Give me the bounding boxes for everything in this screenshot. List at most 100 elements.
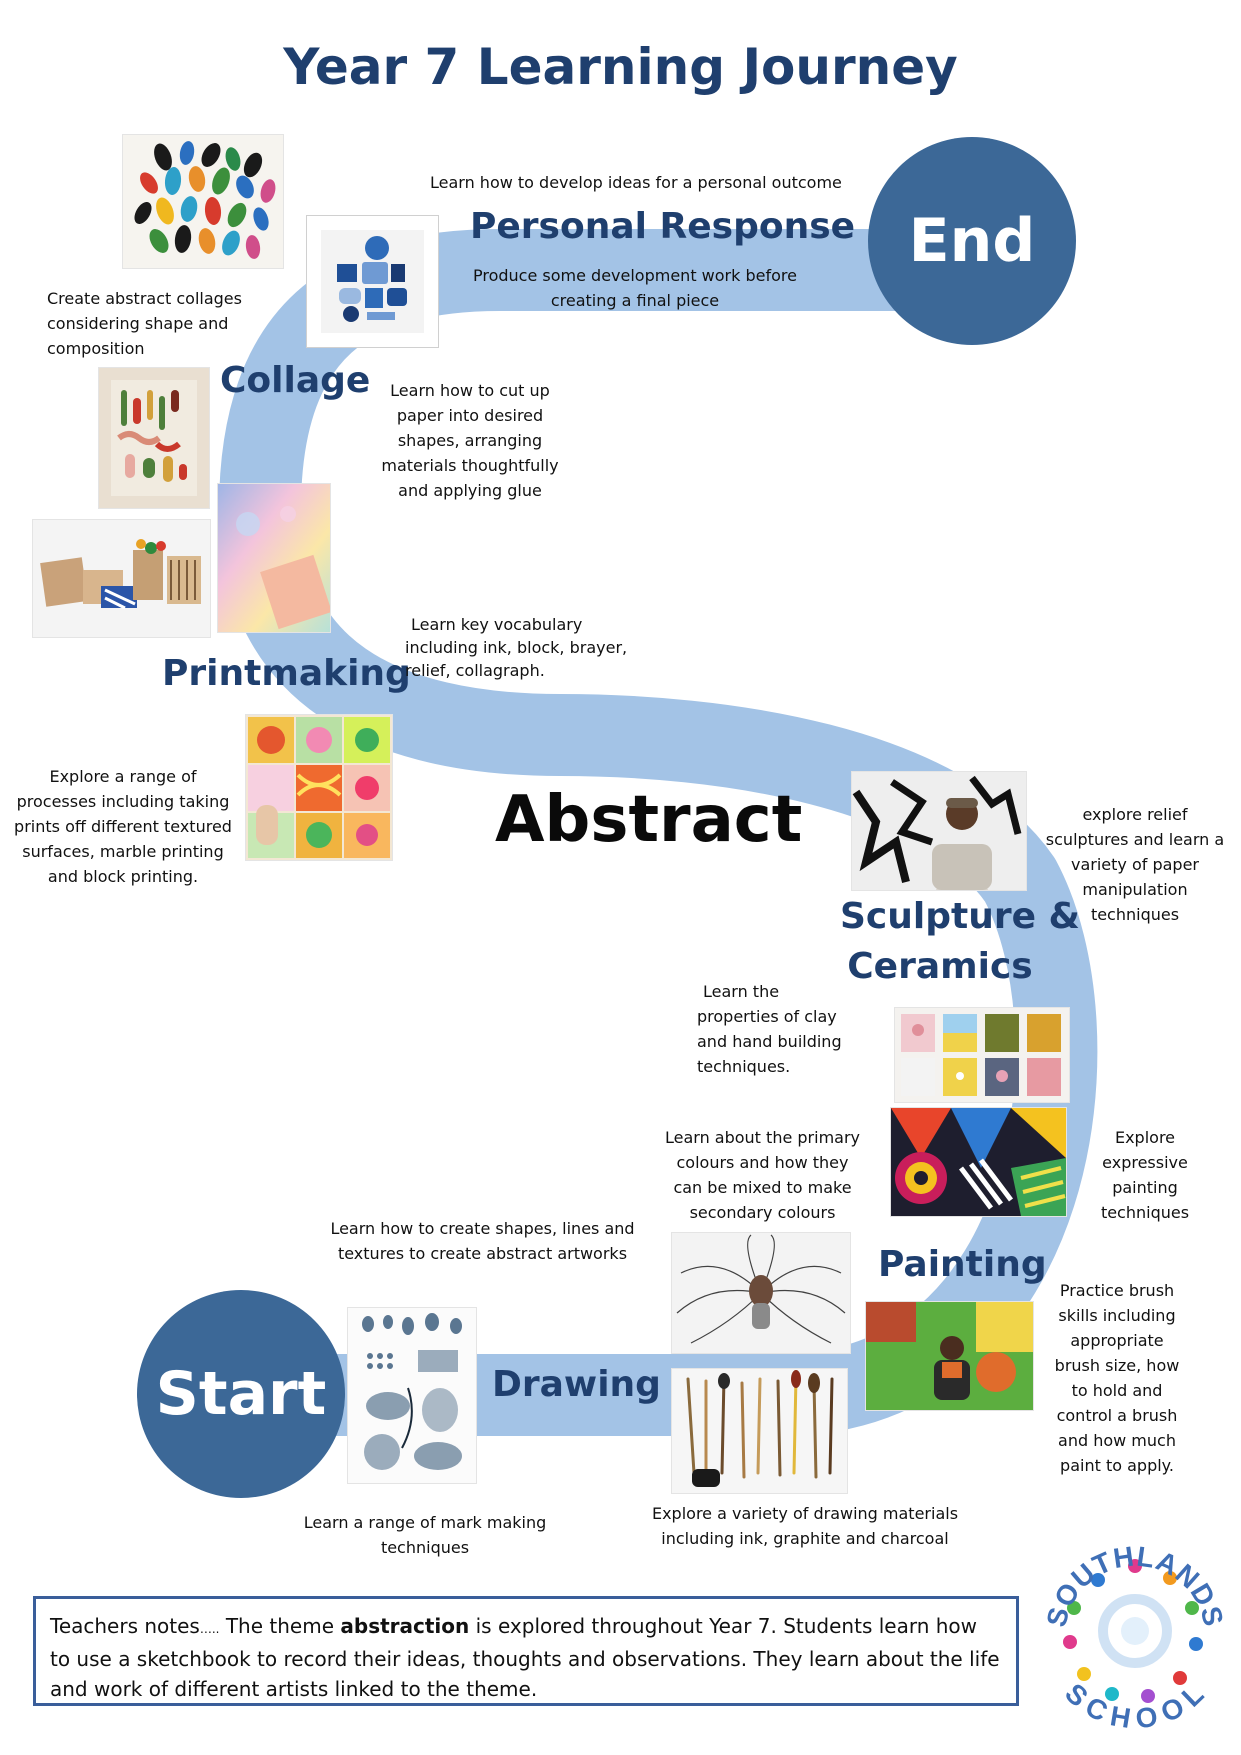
note-line: Learn how to create shapes, lines and [330, 1219, 635, 1238]
note-clay: Learn the properties of clay and hand bu… [697, 979, 842, 1079]
note-line: shapes, arranging [397, 431, 543, 450]
collage-leaves-image [123, 135, 283, 268]
charcoal-drawing-image [672, 1233, 850, 1353]
logo-top-text: SOUTHLANDS [1040, 1540, 1228, 1629]
note-line: paper into desired [396, 406, 544, 425]
teachers-notes-bold: abstraction [340, 1614, 470, 1638]
note-brush: Practice brush skills including appropri… [1047, 1278, 1187, 1478]
note-line: properties of clay [697, 1007, 837, 1026]
teachers-notes-dots: ….. [199, 1622, 220, 1636]
note-line: and how much [1058, 1431, 1176, 1450]
end-label: End [908, 206, 1036, 276]
note-line: paint to apply. [1060, 1456, 1174, 1475]
start-circle: Start [137, 1290, 345, 1498]
note-collage-left: Create abstract collages considering sha… [47, 286, 242, 361]
note-line: and hand building [697, 1032, 842, 1051]
stage-drawing: Drawing [492, 1364, 661, 1405]
note-line: surfaces, marble printing [22, 842, 224, 861]
note-line: prints off different textured [14, 817, 232, 836]
stage-sculpture-ceramics: Sculpture & Ceramics [840, 892, 1080, 992]
marbling-prints-image [246, 715, 392, 860]
teachers-notes-text-1: The theme [219, 1614, 341, 1638]
note-line: techniques. [697, 1057, 791, 1076]
stage-printmaking: Printmaking [162, 653, 411, 694]
painting-artist-photo [866, 1302, 1033, 1410]
teachers-notes-box: Teachers notes….. The theme abstraction … [33, 1596, 1019, 1706]
note-print-left: Explore a range of processes including t… [8, 764, 238, 889]
note-line: variety of paper [1070, 855, 1199, 874]
note-line: considering shape and [47, 314, 229, 333]
note-line: appropriate [1070, 1331, 1164, 1350]
note-line: secondary colours [689, 1203, 836, 1222]
note-line: relief, collagraph. [405, 661, 545, 680]
note-line: expressive [1102, 1153, 1188, 1172]
note-line: Explore a range of [49, 767, 197, 786]
note-line: creating a final piece [550, 291, 720, 310]
note-line: textures to create abstract artworks [337, 1244, 628, 1263]
note-line: processes including taking [16, 792, 230, 811]
start-label: Start [155, 1359, 327, 1429]
note-line: skills including [1058, 1306, 1176, 1325]
note-collage-right: Learn how to cut up paper into desired s… [370, 378, 570, 503]
stage-painting: Painting [878, 1244, 1047, 1285]
note-line: techniques [380, 1538, 470, 1557]
note-line: composition [47, 339, 145, 358]
note-mark-making: Learn a range of mark making techniques [300, 1510, 550, 1560]
note-personal-top: Learn how to develop ideas for a persona… [430, 173, 842, 192]
note-personal-bottom: Produce some development work before cre… [450, 263, 820, 313]
logo-bottom-text: SCHOOL [1059, 1677, 1209, 1734]
note-line: brush size, how [1054, 1356, 1180, 1375]
print-blocks-image [33, 520, 210, 637]
teachers-notes-text-2: is explored throughout Year 7. Students … [50, 1614, 1000, 1701]
note-line: including ink, block, brayer, [405, 638, 628, 657]
note-line: sculptures and learn a [1045, 830, 1225, 849]
stage-personal-response: Personal Response [470, 206, 856, 247]
note-line: Explore [1114, 1128, 1176, 1147]
note-line: manipulation [1082, 880, 1188, 899]
note-line: painting [1112, 1178, 1178, 1197]
note-line: materials thoughtfully [381, 456, 559, 475]
teachers-notes-lead: Teachers notes [50, 1614, 200, 1638]
expressive-painting-image [891, 1108, 1066, 1216]
note-line: including ink, graphite and charcoal [661, 1529, 949, 1548]
note-colour: Learn about the primary colours and how … [655, 1125, 870, 1225]
end-circle: End [868, 137, 1076, 345]
note-sculpt-right: explore relief sculptures and learn a va… [1030, 802, 1240, 927]
blue-collage-image [307, 216, 438, 347]
note-line: Produce some development work before [473, 266, 797, 285]
note-line: Create abstract collages [47, 289, 242, 308]
school-logo: SOUTHLANDS SCHOOL [1040, 1536, 1230, 1736]
ceramic-faces-image [895, 1008, 1069, 1102]
note-line: can be mixed to make [673, 1178, 852, 1197]
note-line: Learn how to cut up [390, 381, 550, 400]
note-line: Practice brush [1059, 1281, 1175, 1300]
svg-text:SCHOOL: SCHOOL [1059, 1677, 1211, 1734]
note-line: and applying glue [398, 481, 542, 500]
drawing-materials-image [672, 1369, 847, 1493]
note-line: techniques [1100, 1203, 1190, 1222]
note-line: Explore a variety of drawing materials [651, 1504, 959, 1523]
mark-making-image [348, 1308, 476, 1483]
note-shapes: Learn how to create shapes, lines and te… [320, 1216, 645, 1266]
note-line: Learn about the primary [664, 1128, 860, 1147]
note-line: control a brush [1056, 1406, 1178, 1425]
svg-text:SOUTHLANDS: SOUTHLANDS [1040, 1540, 1229, 1629]
note-line: to hold and [1071, 1381, 1163, 1400]
stage-sculpture-line1: Sculpture & [840, 896, 1080, 937]
note-line: Learn key vocabulary [411, 615, 583, 634]
note-print-right: Learn key vocabulary including ink, bloc… [405, 613, 627, 682]
note-paint-right: Explore expressive painting techniques [1085, 1125, 1205, 1225]
note-line: explore relief [1082, 805, 1188, 824]
cut-paper-collage-image [99, 368, 209, 508]
note-line: Learn the [703, 982, 780, 1001]
note-line: Learn a range of mark making [303, 1513, 547, 1532]
note-line: and block printing. [47, 867, 199, 886]
note-materials: Explore a variety of drawing materials i… [645, 1501, 965, 1551]
note-line: techniques [1090, 905, 1180, 924]
note-line: colours and how they [676, 1153, 849, 1172]
theme-heading: Abstract [495, 783, 803, 857]
marbled-paper-image [218, 484, 330, 632]
page-title: Year 7 Learning Journey [283, 38, 958, 96]
sculpture-artist-photo [852, 772, 1026, 890]
stage-collage: Collage [220, 360, 371, 401]
